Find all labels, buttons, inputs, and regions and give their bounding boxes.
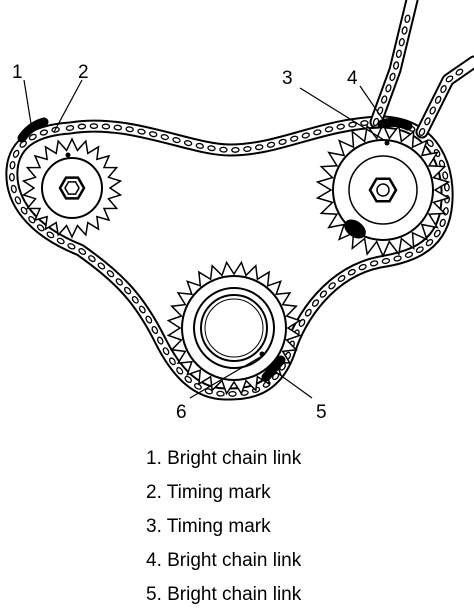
timing-chain-figure: 1 2 3 4 5 6 1. Bright chain link 2. Timi…: [5, 0, 474, 605]
leader-line-4: [359, 85, 387, 125]
legend-list: 1. Bright chain link 2. Timing mark 3. T…: [146, 442, 301, 612]
leader-line-5: [275, 371, 313, 399]
callout-6: 6: [176, 402, 187, 423]
timing-mark-6: [259, 351, 265, 357]
chain-loose-ends: [369, 0, 474, 139]
callout-2: 2: [78, 62, 89, 83]
leader-line-1: [23, 79, 33, 131]
bright-link-5: [261, 355, 286, 382]
leader-line-6: [189, 355, 263, 399]
callout-3: 3: [282, 68, 293, 89]
callout-1: 1: [12, 62, 23, 83]
left-camshaft-sprocket: [21, 137, 123, 239]
leader-line-3: [299, 87, 385, 141]
timing-mark-2: [65, 152, 71, 158]
leader-line-2: [53, 79, 83, 133]
timing-mark-3: [384, 140, 390, 146]
legend-item-2: 2. Timing mark: [146, 482, 271, 503]
legend-item-3: 3. Timing mark: [146, 516, 271, 537]
legend-item-4: 4. Bright chain link: [146, 550, 302, 571]
bright-link-4: [377, 117, 413, 131]
timing-chain-diagram: 1 2 3 4 5 6: [5, 0, 474, 423]
legend-item-5: 5. Bright chain link: [146, 584, 302, 605]
right-hex-bolt: [368, 177, 398, 203]
legend-item-1: 1. Bright chain link: [146, 448, 302, 469]
callout-4: 4: [347, 68, 358, 89]
crankshaft-sprocket: [166, 260, 302, 396]
right-sprocket-dowel-mark: [344, 219, 366, 239]
left-hex-bolt: [58, 176, 86, 200]
right-camshaft-sprocket: [315, 122, 451, 258]
callout-5: 5: [316, 402, 327, 423]
